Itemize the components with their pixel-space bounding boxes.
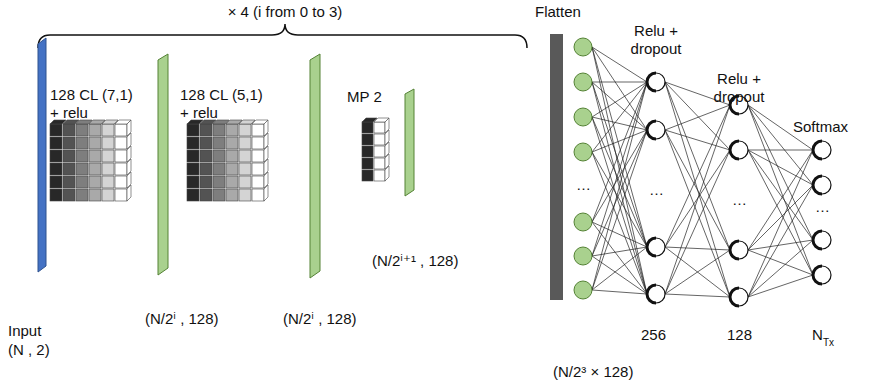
- flatten-bar: [550, 34, 563, 300]
- input-bar: [38, 38, 46, 272]
- neuron: [730, 288, 748, 306]
- conv-kernel: [50, 120, 131, 201]
- feature-bar: [158, 54, 168, 275]
- pool-kernel: [362, 118, 389, 181]
- neuron-inputs: [813, 176, 822, 194]
- neuron-inputs: [813, 266, 822, 284]
- layer-title: Relu + dropout: [708, 70, 770, 106]
- input-neuron: [574, 73, 592, 91]
- neuron-inputs: [813, 141, 822, 159]
- neuron: [647, 121, 665, 139]
- neuron-inputs: [730, 241, 739, 259]
- shape-label: (N/2ⁱ⁺¹ , 128): [372, 252, 458, 270]
- neuron: [813, 141, 831, 159]
- shape-label: (N/2ⁱ , 128): [283, 310, 357, 328]
- layer-title: Relu + dropout: [625, 22, 687, 58]
- neuron-inputs: [647, 285, 656, 303]
- pooled-bar: [405, 89, 414, 196]
- input-label: Input: [8, 322, 41, 340]
- input-neuron: [574, 247, 592, 265]
- neuron: [730, 241, 748, 259]
- neuron-inputs: [647, 238, 656, 256]
- neuron: [730, 141, 748, 159]
- neuron-inputs: [647, 73, 656, 91]
- neuron-inputs: [730, 288, 739, 306]
- neuron: [647, 238, 665, 256]
- neuron-inputs: [730, 141, 739, 159]
- conv-label: 128 CL (5,1) + relu: [180, 86, 270, 122]
- ellipsis: …: [730, 191, 749, 209]
- repeat-note: × 4 (i from 0 to 3): [205, 3, 365, 21]
- input-neuron: [574, 143, 592, 161]
- neuron: [813, 176, 831, 194]
- neuron-inputs: [813, 231, 822, 249]
- ellipsis: …: [574, 176, 593, 194]
- shape-label: (N , 2): [8, 341, 50, 359]
- ellipsis: …: [813, 198, 832, 216]
- layer-title: Softmax: [793, 118, 848, 136]
- conv-label: 128 CL (7,1) + relu: [50, 86, 140, 122]
- neuron: [813, 231, 831, 249]
- neuron: [647, 73, 665, 91]
- shape-label: (N/2ⁱ , 128): [145, 310, 219, 328]
- neuron: [813, 266, 831, 284]
- conv-kernel: [187, 120, 268, 201]
- neuron: [647, 285, 665, 303]
- feature-bar: [310, 54, 320, 278]
- unit-count-subscript: Tx: [823, 334, 834, 352]
- unit-count: N: [812, 326, 823, 344]
- input-neuron: [574, 213, 592, 231]
- shape-label: (N/2³ × 128): [553, 363, 633, 381]
- dense-connections: [592, 47, 813, 297]
- repeat-brace: [38, 24, 527, 48]
- neuron-inputs: [647, 121, 656, 139]
- input-neuron: [574, 108, 592, 126]
- unit-count: 128: [727, 326, 752, 344]
- pool-label: MP 2: [347, 88, 382, 106]
- input-neuron: [574, 38, 592, 56]
- ellipsis: …: [647, 181, 666, 199]
- layer-title: Flatten: [535, 3, 581, 21]
- input-neuron: [574, 281, 592, 299]
- unit-count: 256: [641, 326, 666, 344]
